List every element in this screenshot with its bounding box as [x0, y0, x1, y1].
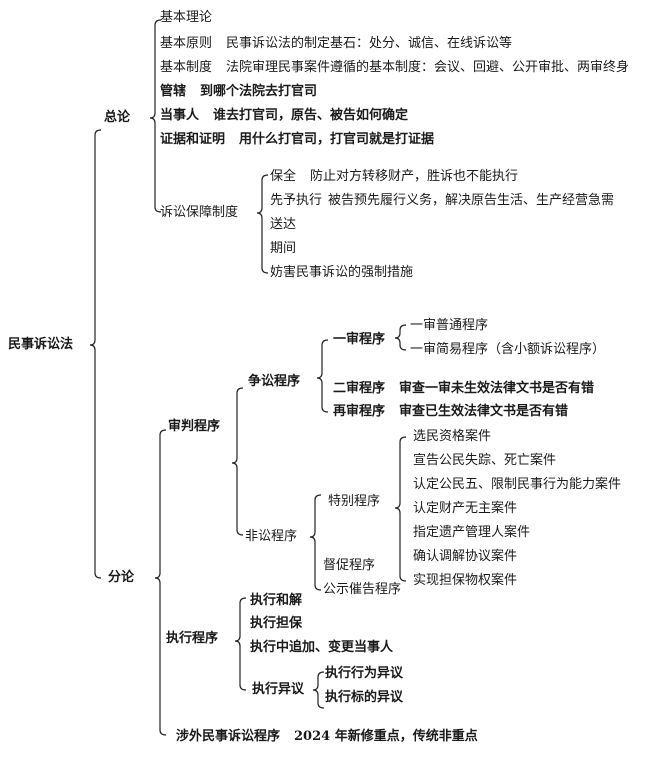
node-urge: 督促程序 [323, 558, 376, 573]
node-exec-settlement: 执行和解 [250, 593, 303, 608]
special-case-item: 认定财产无主案件 [413, 501, 518, 516]
node-general: 总论 [104, 110, 131, 125]
brace-connector [89, 129, 102, 579]
node-retrial: 再审程序审查已生效法律文书是否有错 [333, 404, 569, 419]
node-parties: 当事人谁去打官司，原告、被告如何确定 [160, 108, 409, 123]
node-preservation: 保全防止对方转移财产，胜诉也不能执行 [270, 169, 519, 184]
node-second-instance: 二审程序审查一审未生效法律文书是否有错 [333, 381, 595, 396]
node-objection-act: 执行行为异议 [325, 666, 404, 681]
brace-connector [149, 19, 162, 213]
brace-connector [394, 324, 407, 351]
node-exec-change-party: 执行中追加、变更当事人 [250, 640, 394, 655]
brace-connector [154, 429, 167, 736]
node-trial: 审判程序 [168, 419, 221, 434]
brace-connector [394, 436, 407, 582]
node-basic-principle: 基本原则民事诉讼法的制定基石：处分、诚信、在线诉讼等 [160, 36, 513, 51]
node-jurisdiction: 管辖到哪个法院去打官司 [160, 84, 318, 99]
brace-connector [312, 671, 325, 709]
node-public-notice: 公示催告程序 [323, 582, 402, 597]
root-node: 民事诉讼法 [8, 337, 74, 352]
special-case-item: 确认调解协议案件 [413, 549, 518, 564]
brace-connector [309, 494, 322, 591]
node-coercive-measures: 妨害民事诉讼的强制措施 [270, 265, 414, 280]
node-basic-system: 基本制度法院审理民事案件遵循的基本制度：会议、回避、公开审批、两审终身 [160, 60, 630, 75]
special-case-item: 实现担保物权案件 [413, 573, 518, 588]
node-exec-objection: 执行异议 [252, 682, 305, 697]
brace-connector [234, 597, 247, 691]
node-special: 特别程序 [328, 494, 381, 509]
node-service: 送达 [270, 217, 297, 232]
special-case-item: 认定公民五、限制民事行为能力案件 [413, 477, 622, 492]
special-case-item: 选民资格案件 [413, 429, 492, 444]
node-period: 期间 [270, 241, 297, 256]
node-evidence: 证据和证明用什么打官司，打官司就是打证据 [160, 132, 435, 147]
node-specific: 分论 [108, 570, 135, 585]
node-first-instance: 一审程序 [333, 332, 386, 347]
node-basic-theory: 基本理论 [160, 10, 213, 25]
node-guarantee: 诉讼保障制度 [160, 205, 239, 220]
node-contentious: 争讼程序 [248, 374, 301, 389]
brace-connector [316, 339, 329, 413]
special-case-item: 指定遗产管理人案件 [413, 525, 531, 540]
node-first-ordinary: 一审普通程序 [410, 318, 489, 333]
node-execution: 执行程序 [166, 631, 219, 646]
node-advance-execution: 先予执行被告预先履行义务，解决原告生活、生产经营急需 [270, 193, 615, 208]
special-case-item: 宣告公民失踪、死亡案件 [413, 453, 557, 468]
brace-connector [231, 387, 244, 536]
node-first-simple: 一审简易程序（含小额诉讼程序） [410, 342, 606, 357]
node-exec-guarantee: 执行担保 [250, 616, 303, 631]
node-objection-subject: 执行标的异议 [325, 690, 404, 705]
brace-connector [256, 174, 269, 274]
node-noncontentious: 非讼程序 [245, 529, 298, 544]
